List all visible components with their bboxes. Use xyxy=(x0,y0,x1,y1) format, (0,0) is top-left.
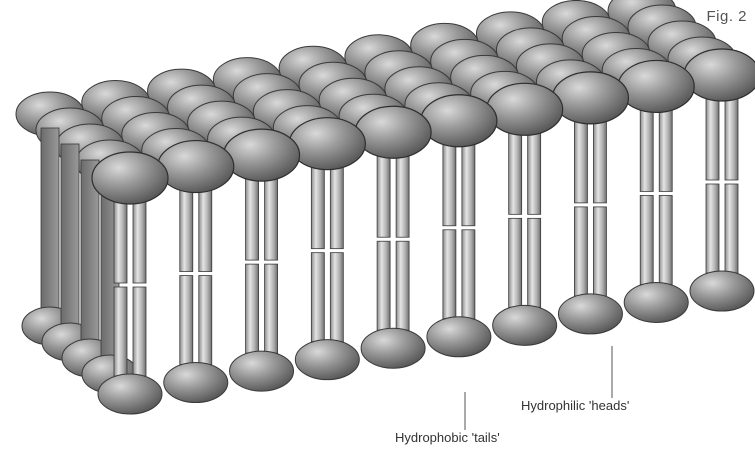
tail-cylinder xyxy=(396,241,409,330)
tail-cylinder xyxy=(199,276,212,365)
head-sphere xyxy=(98,374,162,414)
tail-cylinder xyxy=(574,207,587,296)
tail-cylinder xyxy=(640,195,653,284)
tail-cylinder xyxy=(725,91,738,180)
head-sphere xyxy=(361,328,425,368)
tail-cylinder xyxy=(528,125,541,214)
head-sphere xyxy=(224,129,300,181)
tail-cylinder xyxy=(725,184,738,273)
head-sphere xyxy=(421,95,497,147)
head-sphere xyxy=(289,118,365,170)
tail-cylinder xyxy=(462,137,475,226)
head-sphere xyxy=(618,60,694,112)
tail-cylinder xyxy=(706,91,719,180)
tail-cylinder xyxy=(180,183,193,272)
head-sphere xyxy=(558,294,622,334)
tail-cylinder xyxy=(593,207,606,296)
tail-cylinder xyxy=(509,218,522,307)
tail-cylinder xyxy=(311,253,324,342)
tail-cylinder xyxy=(443,230,456,319)
figure-number: Fig. 2 xyxy=(706,8,747,25)
tail-cylinder xyxy=(377,241,390,330)
tail-cylinder xyxy=(640,102,653,191)
tail-cylinder xyxy=(61,144,79,334)
head-sphere xyxy=(690,271,754,311)
head-sphere xyxy=(684,49,755,101)
head-sphere xyxy=(295,340,359,380)
callout-leaders xyxy=(465,346,612,430)
tail-cylinder xyxy=(706,184,719,273)
heads-label: Hydrophilic 'heads' xyxy=(521,398,629,413)
tail-cylinder xyxy=(133,194,146,283)
tail-cylinder xyxy=(443,137,456,226)
tail-cylinder xyxy=(330,160,343,249)
tail-cylinder xyxy=(133,287,146,376)
head-sphere xyxy=(164,363,228,403)
head-sphere xyxy=(355,106,431,158)
tail-cylinder xyxy=(114,287,127,376)
tail-cylinder xyxy=(377,148,390,237)
head-sphere xyxy=(158,141,234,193)
tail-cylinder xyxy=(462,230,475,319)
head-sphere xyxy=(552,72,628,124)
tail-cylinder xyxy=(396,148,409,237)
tail-cylinder xyxy=(114,194,127,283)
tail-cylinder xyxy=(593,114,606,203)
head-sphere xyxy=(230,351,294,391)
tail-cylinder xyxy=(509,125,522,214)
tail-cylinder xyxy=(246,264,259,353)
head-sphere xyxy=(624,282,688,322)
tail-cylinder xyxy=(311,160,324,249)
tails-label: Hydrophobic 'tails' xyxy=(395,430,500,445)
tail-cylinder xyxy=(659,102,672,191)
tail-cylinder xyxy=(199,183,212,272)
tail-cylinder xyxy=(41,128,59,318)
head-sphere xyxy=(493,305,557,345)
head-sphere xyxy=(92,152,168,204)
head-sphere xyxy=(487,83,563,135)
tail-cylinder xyxy=(659,195,672,284)
tail-cylinder xyxy=(330,253,343,342)
tail-cylinder xyxy=(180,276,193,365)
tail-cylinder xyxy=(265,264,278,353)
tail-cylinder xyxy=(265,171,278,260)
tail-cylinder xyxy=(574,114,587,203)
head-sphere xyxy=(427,317,491,357)
tail-cylinder xyxy=(528,218,541,307)
tail-cylinder xyxy=(246,171,259,260)
